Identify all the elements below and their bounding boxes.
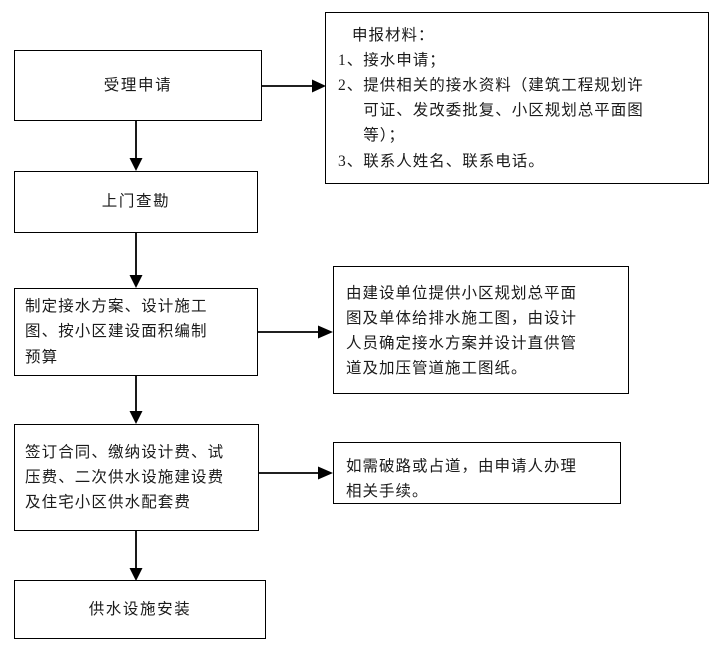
process-node-design-plan[interactable]: 制定接水方案、设计施工 图、按小区建设面积编制 预算: [14, 288, 258, 376]
annotation-note-text: 如需破路或占道，由申请人办理 相关手续。: [346, 458, 578, 501]
list-text: 接水申请；: [363, 52, 446, 70]
list-text: 联系人姓名、联系电话。: [363, 152, 545, 170]
arrow-node4-to-node5: [129, 531, 143, 581]
annotation-note-design-responsibility[interactable]: 由建设单位提供小区规划总平面 图及单体给排水施工图，由设计 人员确定接水方案并设…: [333, 266, 629, 394]
annotation-note-item: 2、 提供相关的接水资料（建筑工程规划许 可证、发改委批复、小区规划总平面图 等…: [338, 73, 698, 148]
annotation-note-item: 1、 接水申请；: [338, 48, 698, 73]
annotation-note-title: 申报材料：: [352, 27, 435, 44]
list-marker: 3、: [338, 152, 364, 170]
process-node-site-survey[interactable]: 上门查勘: [14, 171, 258, 233]
annotation-note-text: 由建设单位提供小区规划总平面 图及单体给排水施工图，由设计 人员确定接水方案并设…: [346, 285, 578, 378]
process-node-label: 制定接水方案、设计施工 图、按小区建设面积编制 预算: [25, 298, 208, 366]
annotation-note-road-permit[interactable]: 如需破路或占道，由申请人办理 相关手续。: [333, 442, 621, 504]
arrow-node3-to-note2: [258, 325, 333, 339]
arrow-node3-to-node4: [129, 376, 143, 424]
annotation-note-list: 1、 接水申请； 2、 提供相关的接水资料（建筑工程规划许 可证、发改委批复、小…: [338, 48, 698, 174]
list-marker: 2、: [338, 77, 364, 95]
annotation-note-required-materials[interactable]: 申报材料： 1、 接水申请； 2、 提供相关的接水资料（建筑工程规划许 可证、发…: [325, 12, 709, 184]
arrow-node1-to-node2: [129, 121, 143, 171]
annotation-note-item: 3、 联系人姓名、联系电话。: [338, 149, 698, 174]
arrow-node1-to-note1: [262, 79, 326, 93]
arrow-node2-to-node3: [129, 233, 143, 288]
list-text: 提供相关的接水资料（建筑工程规划许 可证、发改委批复、小区规划总平面图 等）；: [363, 77, 644, 145]
list-marker: 1、: [338, 52, 364, 70]
process-node-label: 上门查勘: [101, 193, 171, 211]
process-node-label: 受理申请: [103, 76, 173, 94]
process-node-accept-application[interactable]: 受理申请: [14, 50, 262, 121]
process-node-label: 签订合同、缴纳设计费、试 压费、二次供水设施建设费 及住宅小区供水配套费: [25, 443, 225, 512]
process-node-facility-installation[interactable]: 供水设施安装: [14, 580, 266, 639]
arrow-node4-to-note3: [259, 466, 333, 480]
process-node-label: 供水设施安装: [88, 600, 192, 618]
process-node-contract-fees[interactable]: 签订合同、缴纳设计费、试 压费、二次供水设施建设费 及住宅小区供水配套费: [14, 424, 259, 531]
